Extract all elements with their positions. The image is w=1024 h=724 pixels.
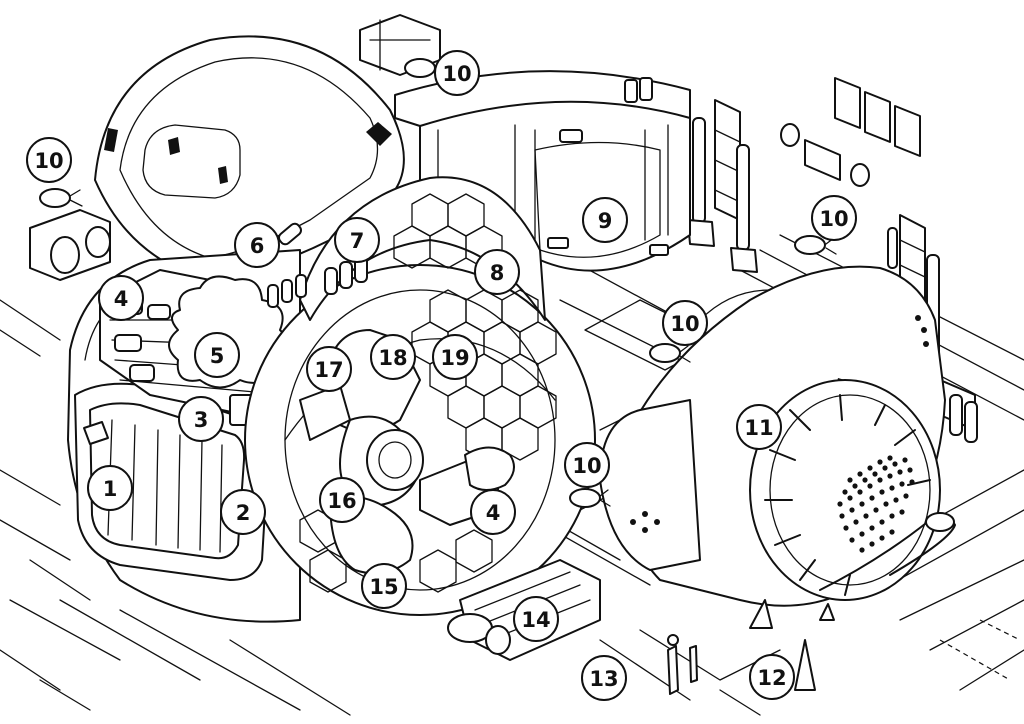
- callout-15: 15: [361, 563, 407, 609]
- svg-text:4: 4: [486, 501, 501, 525]
- svg-text:12: 12: [757, 666, 786, 690]
- callout-12: 12: [749, 654, 795, 700]
- svg-text:9: 9: [598, 209, 613, 233]
- svg-text:19: 19: [440, 346, 469, 370]
- callout-6: 6: [234, 222, 280, 268]
- callout-4-b: 4: [470, 489, 516, 535]
- callout-5: 5: [194, 332, 240, 378]
- svg-text:14: 14: [521, 608, 550, 632]
- callout-1: 1: [87, 465, 133, 511]
- svg-text:10: 10: [670, 312, 699, 336]
- svg-text:3: 3: [194, 408, 209, 432]
- callout-2: 2: [220, 489, 266, 535]
- callout-14: 14: [513, 596, 559, 642]
- svg-text:8: 8: [490, 261, 505, 285]
- svg-text:2: 2: [236, 501, 251, 525]
- svg-text:16: 16: [327, 489, 356, 513]
- callout-4-a: 4: [98, 275, 144, 321]
- svg-text:10: 10: [442, 62, 471, 86]
- svg-text:5: 5: [210, 344, 225, 368]
- lid-hatch: [94, 35, 405, 281]
- callout-10-b: 10: [26, 137, 72, 183]
- callout-9: 9: [582, 197, 628, 243]
- svg-text:4: 4: [114, 287, 129, 311]
- svg-text:10: 10: [572, 454, 601, 478]
- callout-13: 13: [581, 655, 627, 701]
- callout-16: 16: [319, 477, 365, 523]
- callout-19: 19: [432, 334, 478, 380]
- svg-text:6: 6: [250, 234, 265, 258]
- callout-7: 7: [334, 217, 380, 263]
- small-people: [667, 634, 698, 695]
- svg-text:7: 7: [350, 229, 365, 253]
- callout-badges: 10 10 6 7 9 10 8 4 5 10 17 18 19 3 11 1 …: [26, 50, 857, 701]
- callout-10-c: 10: [811, 195, 857, 241]
- cones: [749, 599, 835, 691]
- callout-10-d: 10: [662, 300, 708, 346]
- svg-text:13: 13: [589, 667, 618, 691]
- svg-text:11: 11: [744, 416, 773, 440]
- svg-text:10: 10: [819, 207, 848, 231]
- svg-text:18: 18: [378, 346, 407, 370]
- svg-text:15: 15: [369, 575, 398, 599]
- callout-11: 11: [736, 404, 782, 450]
- callout-3: 3: [178, 396, 224, 442]
- callout-18: 18: [370, 334, 416, 380]
- speaker-grille: [837, 455, 915, 553]
- svg-text:17: 17: [314, 358, 343, 382]
- callout-17: 17: [306, 346, 352, 392]
- front-shell: [599, 265, 956, 607]
- callout-8: 8: [474, 249, 520, 295]
- svg-text:10: 10: [34, 149, 63, 173]
- callout-10-e: 10: [564, 442, 610, 488]
- callout-10-a: 10: [434, 50, 480, 96]
- svg-text:1: 1: [103, 477, 118, 501]
